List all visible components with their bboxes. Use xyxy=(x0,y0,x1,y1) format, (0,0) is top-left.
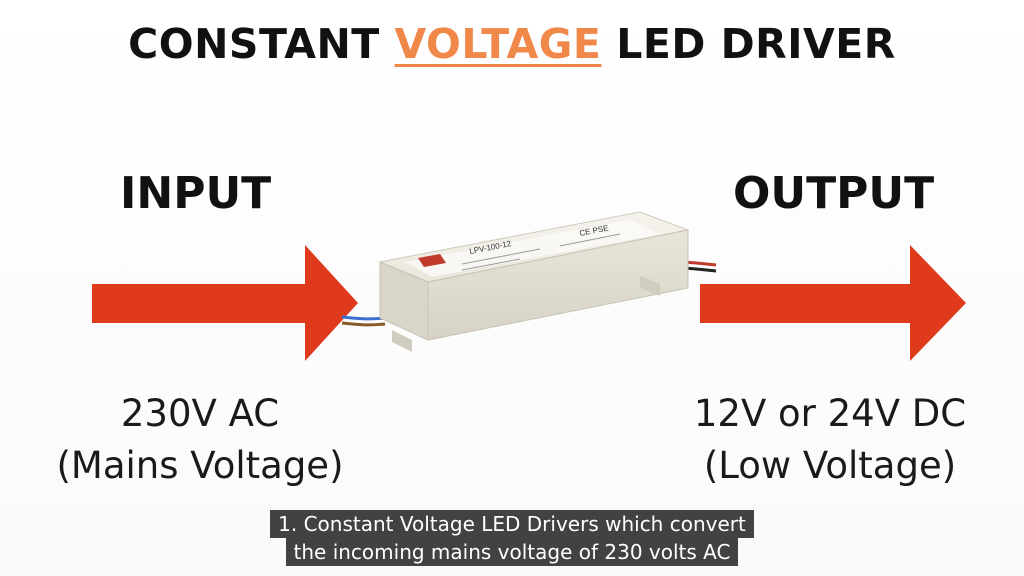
output-description: 12V or 24V DC (Low Voltage) xyxy=(640,388,1020,492)
input-description: 230V AC (Mains Voltage) xyxy=(10,388,390,492)
output-voltage-type: (Low Voltage) xyxy=(703,444,957,487)
output-arrow xyxy=(700,245,966,361)
caption-line-2: the incoming mains voltage of 230 volts … xyxy=(285,538,739,566)
output-voltage: 12V or 24V DC xyxy=(693,392,967,435)
title-accent-word: VOLTAGE xyxy=(394,20,602,68)
input-voltage-type: (Mains Voltage) xyxy=(56,444,344,487)
diagram-title: CONSTANT VOLTAGE LED DRIVER xyxy=(0,20,1024,68)
caption-line-1: 1. Constant Voltage LED Drivers which co… xyxy=(270,510,754,538)
output-heading: OUTPUT xyxy=(733,168,935,219)
title-suffix: LED DRIVER xyxy=(601,20,896,68)
input-arrow xyxy=(92,245,358,361)
input-wires xyxy=(341,315,386,327)
led-driver-unit: LPV-100-12 CE PSE xyxy=(378,211,690,352)
input-heading: INPUT xyxy=(120,168,272,219)
brand-logo-icon xyxy=(418,254,446,267)
input-voltage: 230V AC xyxy=(120,392,280,435)
caption-overlay: 1. Constant Voltage LED Drivers which co… xyxy=(0,510,1024,566)
title-prefix: CONSTANT xyxy=(128,20,395,68)
